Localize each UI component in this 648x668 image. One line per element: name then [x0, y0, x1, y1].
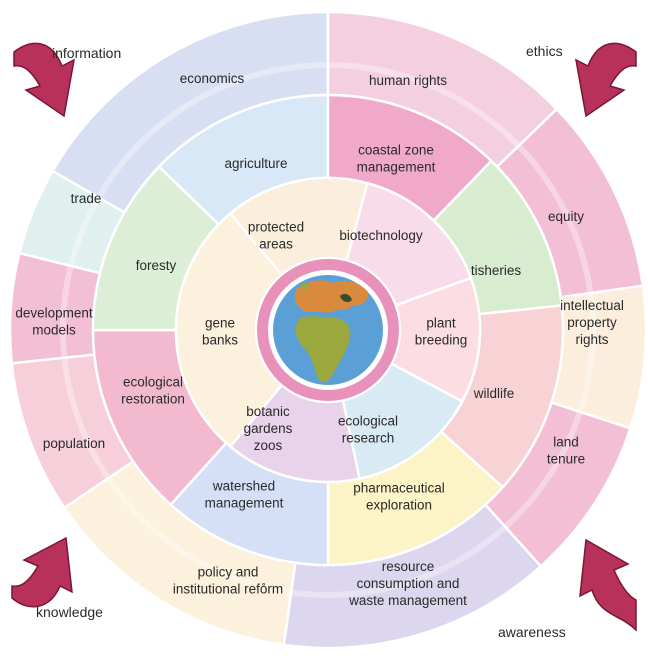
- label-intellectual-property-rights-line-2: property: [567, 315, 617, 330]
- ring-highlight: [60, 62, 596, 598]
- label-wildlife: wildlife: [473, 386, 515, 401]
- label-protected-areas-line-2: areas: [259, 237, 293, 252]
- label-ecological-restoration-line-1: ecological: [123, 375, 183, 390]
- label-trade: trade: [71, 191, 102, 206]
- label-plant-breeding-line-1: plant: [426, 316, 456, 331]
- label-ethics: ethics: [526, 43, 563, 59]
- label-economics: economics: [180, 71, 245, 86]
- label-intellectual-property-rights-line-3: rights: [575, 332, 608, 347]
- label-population: population: [43, 436, 105, 451]
- label-botanic-gardens-line-3: zoos: [254, 438, 283, 453]
- globe-icon: [255, 257, 401, 403]
- label-policy-reform-line-1: policy and: [198, 565, 259, 580]
- label-botanic-gardens-line-2: gardens: [244, 421, 293, 436]
- label-plant-breeding-line-2: breeding: [415, 333, 468, 348]
- arrow-awareness-icon: [579, 538, 637, 632]
- label-gene-banks-line-2: banks: [202, 333, 238, 348]
- label-information: information: [52, 45, 121, 61]
- label-agriculture: agriculture: [224, 156, 287, 171]
- label-ecological-research-line-2: research: [342, 431, 395, 446]
- label-resource-consumption-line-3: waste management: [348, 593, 467, 608]
- arrow-knowledge-icon: [11, 536, 73, 608]
- label-protected-areas-line-1: protected: [248, 220, 304, 235]
- label-fisheries: tisheries: [471, 263, 522, 278]
- label-watershed-line-2: management: [205, 496, 284, 511]
- label-coastal-zone-line-1: coastal zone: [358, 143, 434, 158]
- inner-ring: [174, 176, 482, 484]
- label-equity: equity: [548, 209, 584, 224]
- label-land-tenure-line-2: tenure: [547, 452, 585, 467]
- arrow-information-icon: [13, 42, 76, 118]
- label-gene-banks-line-1: gene: [205, 316, 235, 331]
- label-knowledge: knowledge: [36, 604, 103, 620]
- label-intellectual-property-rights-line-1: intellectual: [560, 298, 624, 313]
- label-watershed-line-1: watershed: [212, 479, 275, 494]
- sector-labels: economics human rights equity intellectual p…: [15, 71, 624, 608]
- label-pharmaceutical-line-1: pharmaceutical: [353, 481, 445, 496]
- label-ecological-research-line-1: ecological: [338, 414, 398, 429]
- label-resource-consumption-line-1: resource: [382, 559, 435, 574]
- label-awareness: awareness: [498, 624, 566, 640]
- label-resource-consumption-line-2: consumption and: [357, 576, 460, 591]
- arrow-ethics-icon: [574, 42, 637, 118]
- label-botanic-gardens-line-1: botanic: [246, 404, 290, 419]
- label-development-models-line-2: models: [32, 323, 76, 338]
- label-land-tenure-line-1: land: [553, 435, 579, 450]
- label-foresty: foresty: [136, 258, 177, 273]
- label-ecological-restoration-line-2: restoration: [121, 392, 185, 407]
- label-human-rights: human rights: [369, 73, 447, 88]
- label-pharmaceutical-line-2: exploration: [366, 498, 432, 513]
- label-coastal-zone-line-2: management: [357, 160, 436, 175]
- label-development-models-line-1: development: [15, 306, 93, 321]
- label-policy-reform-line-2: institutional refo̊rm: [173, 582, 283, 597]
- middle-ring: [91, 93, 565, 567]
- label-biotechnology: biotechnology: [339, 228, 423, 243]
